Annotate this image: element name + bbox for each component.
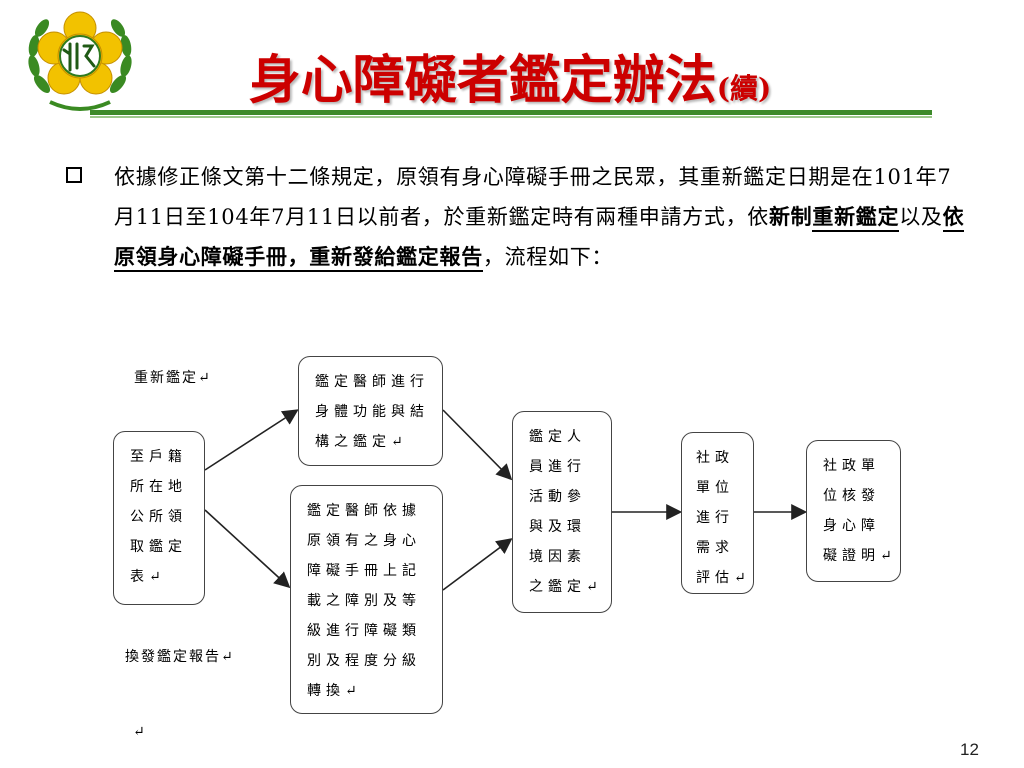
stray-paragraph-mark: ↵ <box>133 724 147 740</box>
box-needs-evaluation: 社政 單位 進行 需求 評估↵ <box>681 432 754 594</box>
title-underline-light <box>90 116 932 118</box>
title-underline <box>90 110 932 115</box>
body-paragraph: 依據修正條文第十二條規定，原領有身心障礙手冊之民眾，其重新鑑定日期是在101年7… <box>114 158 970 277</box>
box-body-function-assessment: 鑑定醫師進行 身體功能與結 構之鑑定↵ <box>298 356 443 466</box>
slide-title-suffix: (續) <box>716 72 772 105</box>
slide-title: 身心障礙者鑑定辦法(續) <box>248 50 772 111</box>
ministry-emblem-icon <box>28 11 132 111</box>
label-re-assessment: 重新鑑定↵ <box>134 370 212 386</box>
box-handbook-conversion: 鑑定醫師依據 原領有之身心 障礙手冊上記 載之障別及等 級進行障礙類 別及程度分… <box>290 485 443 714</box>
page-number: 12 <box>960 740 979 759</box>
square-bullet-icon <box>66 167 82 183</box>
box-issue-certificate: 社政單 位核發 身心障 礙證明↵ <box>806 440 901 582</box>
box-get-assessment-form: 至戶籍 所在地 公所領 取鑑定 表↵ <box>113 431 205 605</box>
label-reissue-report: 換發鑑定報告↵ <box>125 649 235 665</box>
emphasis-new-system: 新制 <box>768 204 813 229</box>
box-activity-environment-assessment: 鑑定人 員進行 活動參 與及環 境因素 之鑑定↵ <box>512 411 612 613</box>
emphasis-reissue-report: 依原領身心障礙手冊，重新發給鑑定報告 <box>114 204 965 272</box>
emphasis-re-assessment: 重新鑑定 <box>812 204 900 232</box>
